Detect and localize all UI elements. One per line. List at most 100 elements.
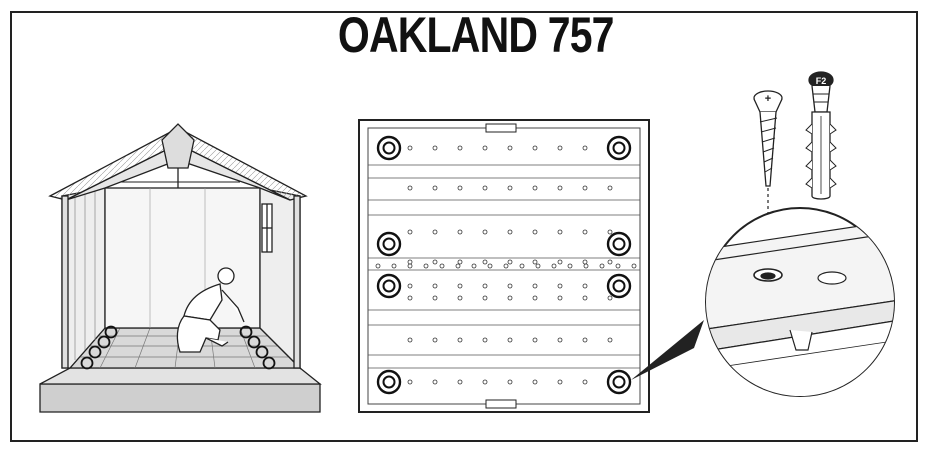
screw-head-mark: + (765, 93, 771, 105)
screw-hole-rows (375, 145, 637, 385)
roof-vent (161, 123, 195, 169)
screw-hole-dot (582, 295, 588, 301)
screw-hole-dot (487, 263, 493, 269)
magnifier-callout (705, 207, 895, 397)
anchor-marker (239, 325, 253, 339)
screw-hole-dot (557, 229, 563, 235)
screw-hole-dot (457, 259, 463, 265)
screw-hole-dot (407, 145, 413, 151)
anchor-marker (606, 231, 632, 257)
screw-hole-dot (482, 259, 488, 265)
screw-hole-dot (582, 283, 588, 289)
screw-hole-dot (455, 263, 461, 269)
screw-hole-dot (457, 229, 463, 235)
screw-hole-dot (507, 379, 513, 385)
floor-anchor-markers (376, 135, 632, 395)
screw-hole-dot (507, 185, 513, 191)
screw-hole-dot (482, 283, 488, 289)
anchor-marker (606, 273, 632, 299)
screw-hole-dot (557, 283, 563, 289)
screw-hole-dot (557, 259, 563, 265)
callout-pointer (631, 320, 704, 380)
screw-hole-dot (532, 379, 538, 385)
screw-hole-dot (532, 145, 538, 151)
shed-anchor-markers (80, 325, 276, 370)
screw-hole-dot (439, 263, 445, 269)
screw-hole-dot (557, 145, 563, 151)
screw-hole-dot (532, 295, 538, 301)
screw-hole-dot (607, 259, 613, 265)
anchor-marker (376, 369, 402, 395)
screw-hole-dot (532, 283, 538, 289)
screw-hole-dot (457, 283, 463, 289)
shed-interior-illustration (39, 123, 322, 413)
screw-hole-dot (432, 185, 438, 191)
anchor-marker (104, 325, 118, 339)
screw-hole-dot (432, 379, 438, 385)
screw-hole-dot (482, 145, 488, 151)
floor-plan-top-view (358, 119, 704, 413)
screw-hole-dot (551, 263, 557, 269)
screw-hole-dot (532, 337, 538, 343)
screw-hole-dot (407, 259, 413, 265)
screw-hole-dot (507, 259, 513, 265)
anchor-marker (376, 273, 402, 299)
anchor-marker (606, 135, 632, 161)
screw-hole-dot (407, 263, 413, 269)
screw-hole-dot (557, 185, 563, 191)
screw-hole-dot (432, 259, 438, 265)
screw-hole-dot (615, 263, 621, 269)
screw-hole-dot (532, 185, 538, 191)
screw-hole-dot (457, 379, 463, 385)
screw-hole-dot (482, 295, 488, 301)
screw-hole-dot (607, 295, 613, 301)
screw-hole-dot (607, 337, 613, 343)
screw-hole-dot (407, 379, 413, 385)
screw-hole-dot (482, 379, 488, 385)
screw-hole-dot (532, 259, 538, 265)
screw-hole-dot (407, 283, 413, 289)
screw-hole-dot (407, 295, 413, 301)
screw-hole-dot (375, 263, 381, 269)
screw-hole-dot (582, 379, 588, 385)
person-kneeling-icon (176, 267, 245, 353)
screw-hole-dot (599, 263, 605, 269)
concrete-base (39, 383, 321, 413)
screw-hole-dot (582, 259, 588, 265)
page-title: OAKLAND 757 (337, 7, 615, 63)
anchor-marker (376, 231, 402, 257)
screw-hole-dot (457, 337, 463, 343)
screw-hole-dot (582, 145, 588, 151)
screw-hole-dot (582, 229, 588, 235)
screw-icon: + (753, 90, 783, 187)
screw-hole-dot (519, 263, 525, 269)
screw-hole-dot (482, 185, 488, 191)
screw-hole-dot (471, 263, 477, 269)
screw-hole-dot (457, 145, 463, 151)
screw-hole-dot (582, 185, 588, 191)
screw-hole-dot (432, 145, 438, 151)
anchor-marker (247, 335, 261, 349)
screw-hole-dot (607, 229, 613, 235)
screw-hole-dot (391, 263, 397, 269)
screw-hole-dot (423, 263, 429, 269)
screw-hole-dot (583, 263, 589, 269)
screw-hole-dot (432, 229, 438, 235)
screw-hole-dot (507, 229, 513, 235)
screw-hole-dot (432, 337, 438, 343)
screw-hole-dot (607, 185, 613, 191)
screw-hole-dot (457, 295, 463, 301)
anchor-marker (606, 369, 632, 395)
anchor-marker (80, 356, 94, 370)
screw-hole-dot (567, 263, 573, 269)
screw-hole-dot (507, 295, 513, 301)
screw-hole-dot (535, 263, 541, 269)
screw-hole-dot (407, 337, 413, 343)
screw-hole-dot (557, 379, 563, 385)
screw-hole-dot (582, 337, 588, 343)
anchor-marker (88, 345, 102, 359)
screw-hole-dot (503, 263, 509, 269)
screw-hole-dot (557, 295, 563, 301)
anchor-marker (262, 356, 276, 370)
